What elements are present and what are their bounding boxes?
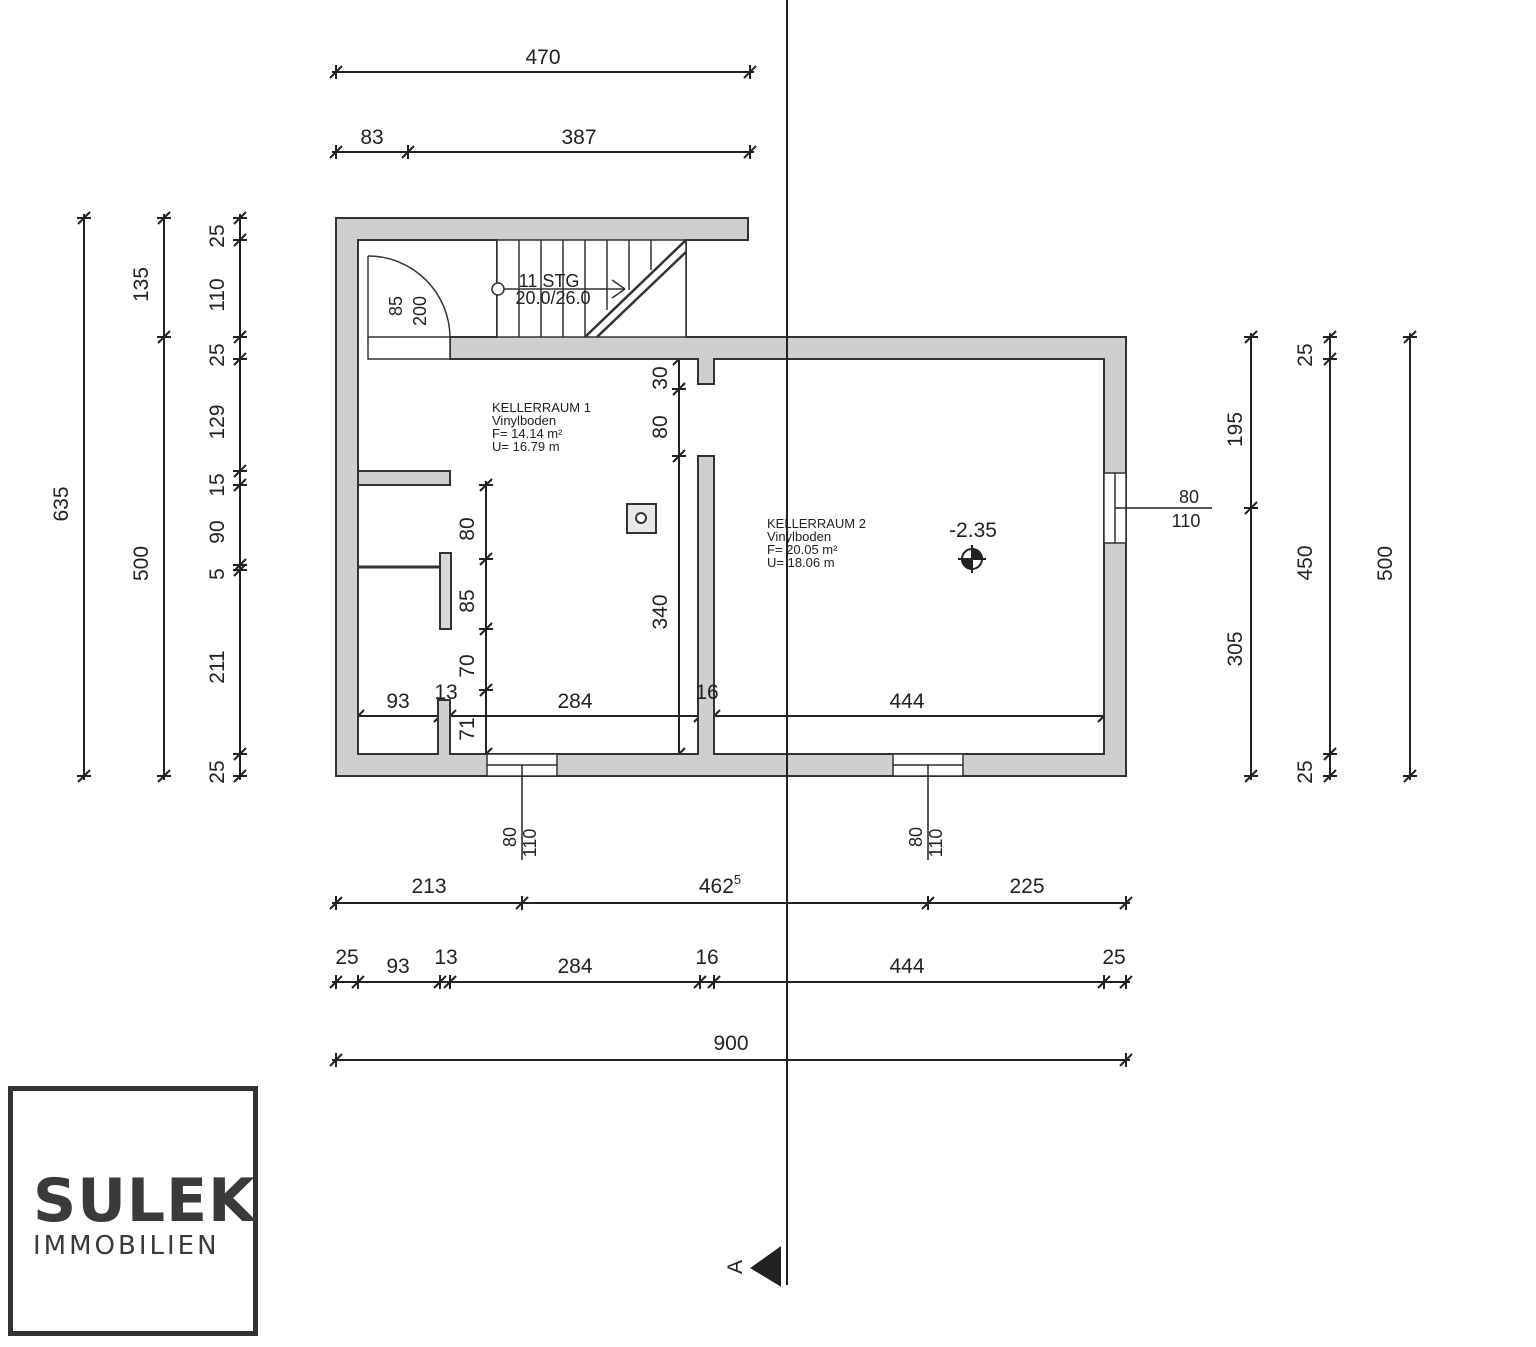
dimension-label: 16 xyxy=(695,946,718,969)
dimension-label: 13 xyxy=(434,681,457,704)
room-2-floor: Vinylboden xyxy=(767,529,831,544)
section-marker-label: A xyxy=(724,1260,747,1274)
dimension-label: 70 xyxy=(456,654,479,677)
dimension-label: 387 xyxy=(561,126,596,149)
partition-wall xyxy=(357,470,451,486)
dimension-label: 25 xyxy=(206,343,229,366)
dimension-label: 450 xyxy=(1294,545,1317,580)
dimension-label: 25 xyxy=(1294,343,1317,366)
window-height-label: 110 xyxy=(1172,511,1201,531)
dimension-label: 93 xyxy=(386,955,409,978)
staircase xyxy=(491,239,687,338)
dimension-label: 4625 xyxy=(699,872,741,898)
dimension-lines xyxy=(77,65,1417,1067)
dimension-label: 93 xyxy=(386,690,409,713)
dimension-label: 444 xyxy=(889,690,924,713)
dimension-label: 25 xyxy=(1294,760,1317,783)
window-height-label: 110 xyxy=(520,829,540,858)
floor-drain-icon xyxy=(626,503,657,534)
logo-name: SULEK xyxy=(33,1166,256,1236)
dimension-label: 25 xyxy=(206,760,229,783)
dimension-label: 25 xyxy=(335,946,358,969)
door-width-label: 85 xyxy=(386,296,406,316)
dimension-label: 635 xyxy=(50,486,73,521)
dimension-label: 305 xyxy=(1224,631,1247,666)
room-1-floor: Vinylboden xyxy=(492,413,556,428)
room-2-name: KELLERRAUM 2 xyxy=(767,516,866,531)
dimension-label: 444 xyxy=(889,955,924,978)
window-height-label: 110 xyxy=(926,829,946,858)
door-height-label: 200 xyxy=(410,296,430,326)
dimension-label: 90 xyxy=(206,520,229,543)
room-2-perimeter: U= 18.06 m xyxy=(767,555,835,570)
shelf-board xyxy=(439,552,452,630)
window-width-label: 80 xyxy=(500,827,520,847)
dimension-label: 135 xyxy=(130,267,153,302)
dimension-label: 83 xyxy=(360,126,383,149)
window-width-label: 80 xyxy=(1179,487,1199,507)
dimension-label: 13 xyxy=(434,946,457,969)
room-1-name: KELLERRAUM 1 xyxy=(492,400,591,415)
section-arrow-icon xyxy=(750,1246,781,1287)
dimension-label: 500 xyxy=(1374,546,1397,581)
dimension-label: 110 xyxy=(206,278,229,311)
dimension-label: 85 xyxy=(456,589,479,612)
dimension-label: 195 xyxy=(1224,412,1247,447)
room-2-area: F= 20.05 m² xyxy=(767,542,838,557)
dimension-label: 340 xyxy=(649,594,672,629)
dimension-label: 211 xyxy=(206,650,229,683)
company-logo: SULEK IMMOBILIEN xyxy=(8,1086,258,1336)
section-line xyxy=(750,0,788,1287)
dimension-label: 213 xyxy=(411,875,446,898)
dimension-label: 80 xyxy=(456,517,479,540)
dimension-label: 900 xyxy=(713,1032,748,1055)
level-label: -2.35 xyxy=(949,519,997,542)
window-leaders xyxy=(521,507,1212,860)
dimension-label: 16 xyxy=(695,681,718,704)
dimension-label: 284 xyxy=(557,955,592,978)
stair-ratio-label: 20.0/26.0 xyxy=(515,288,590,308)
stair-steps-label: 11 STG xyxy=(519,271,580,291)
dimension-label: 470 xyxy=(525,46,560,69)
dimension-label: 225 xyxy=(1009,875,1044,898)
dimension-label: 25 xyxy=(206,224,229,247)
dimension-label: 30 xyxy=(649,366,672,389)
room-1-perimeter: U= 16.79 m xyxy=(492,439,560,454)
level-marker-icon xyxy=(958,545,986,573)
dimension-label: 71 xyxy=(456,717,479,740)
room-1-area: F= 14.14 m² xyxy=(492,426,563,441)
door xyxy=(367,255,451,360)
dimension-label: 80 xyxy=(649,415,672,438)
dimension-label: 5 xyxy=(206,568,229,580)
dimension-label: 129 xyxy=(206,404,229,439)
dimension-label: 15 xyxy=(206,473,229,496)
logo-subtitle: IMMOBILIEN xyxy=(33,1231,220,1261)
dimension-label: 284 xyxy=(557,690,592,713)
dimension-label: 25 xyxy=(1102,946,1125,969)
dimension-label: 500 xyxy=(130,546,153,581)
window-width-label: 80 xyxy=(906,827,926,847)
